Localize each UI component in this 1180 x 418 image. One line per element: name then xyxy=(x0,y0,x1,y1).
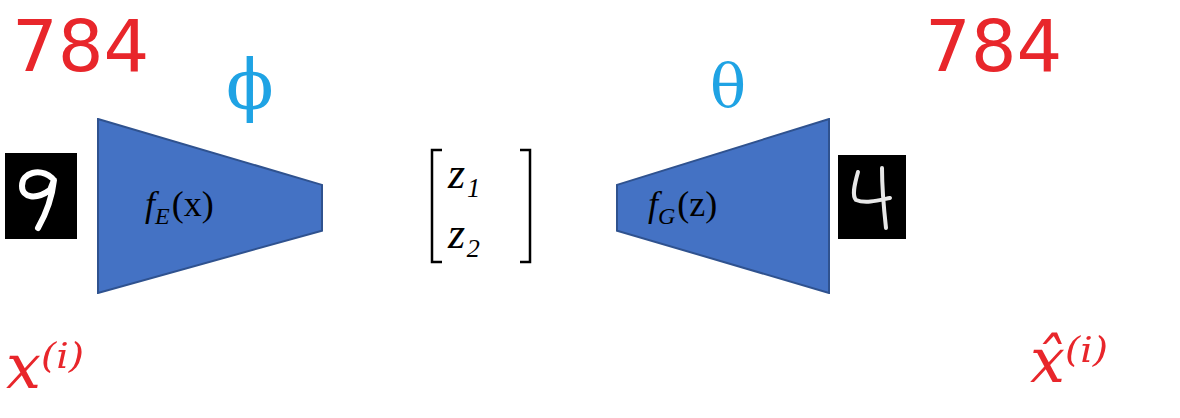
dimension-annotation: 784 xyxy=(925,10,1062,82)
function-subscript: E xyxy=(155,203,170,230)
trapezoid-outline xyxy=(98,119,322,293)
vector-bracket xyxy=(432,150,442,262)
digit-image xyxy=(5,153,77,239)
function-subscript: G xyxy=(658,203,675,230)
sample-annotation: x⁽ⁱ⁾ xyxy=(6,336,84,398)
function-name: f xyxy=(145,183,155,225)
decoder-block: fG(z) xyxy=(616,118,830,294)
vector-bracket xyxy=(520,150,530,262)
parameter-symbol: θ xyxy=(710,56,746,116)
trapezoid-outline xyxy=(617,119,829,293)
latent-variable: z₁ xyxy=(448,152,480,196)
dimension-annotation: 784 xyxy=(12,10,149,82)
function-argument: (z) xyxy=(677,183,717,225)
digit-stroke xyxy=(22,172,54,228)
parameter-symbol: ϕ xyxy=(226,50,274,120)
function-argument: (x) xyxy=(172,183,214,225)
latent-variable: z₂ xyxy=(448,212,480,256)
digit-image xyxy=(838,155,906,239)
function-label: fG(z) xyxy=(648,183,717,225)
encoder-block: fE(x) xyxy=(97,118,323,294)
function-name: f xyxy=(648,183,658,225)
function-label: fE(x) xyxy=(145,183,214,225)
sample-annotation: x̂⁽ⁱ⁾ xyxy=(1030,330,1108,392)
digit-stroke xyxy=(854,168,890,228)
